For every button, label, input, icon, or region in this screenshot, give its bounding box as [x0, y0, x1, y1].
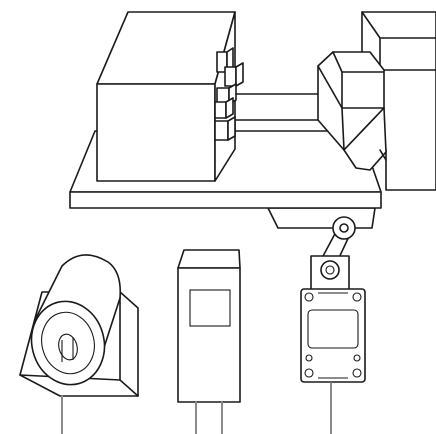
gearbox-block — [96, 11, 244, 182]
motor-shaft — [58, 333, 78, 361]
drive-shaft — [235, 93, 326, 121]
limit-switch — [300, 216, 366, 434]
roller-axle — [339, 223, 349, 233]
clamp-assembly — [317, 11, 436, 191]
motor-unit — [19, 254, 139, 434]
control-unit — [177, 249, 241, 434]
